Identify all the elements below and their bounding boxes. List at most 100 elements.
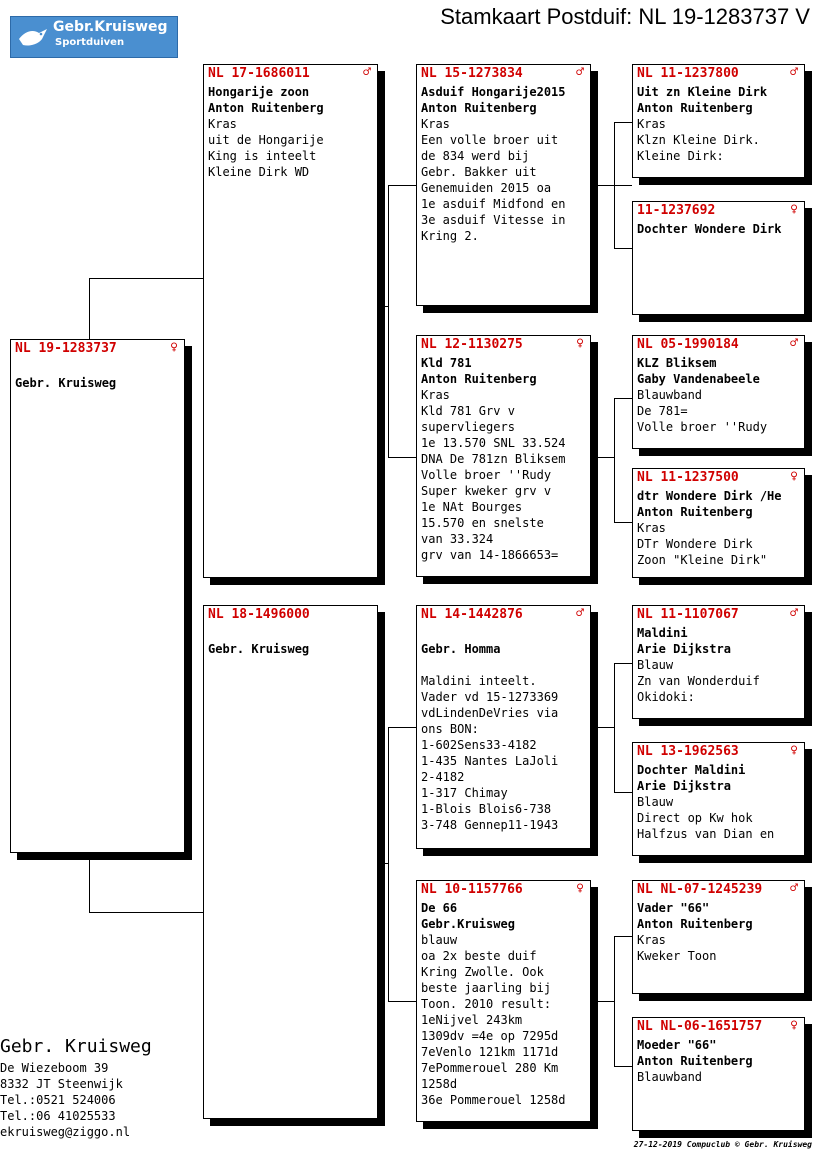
ring-number-text: NL 05-1990184 <box>637 337 739 352</box>
pigeon-note: 3e asduif Vitesse in <box>421 213 566 227</box>
connector-line <box>614 122 632 123</box>
pedigree-card-subject[interactable]: NL 19-1283737♀Gebr. Kruisweg <box>10 339 185 853</box>
pigeon-name: Anton Ruitenberg <box>421 372 537 386</box>
pedigree-card-ffm[interactable]: 11-1237692♀Dochter Wondere Dirk <box>632 201 805 315</box>
male-icon: ♂ <box>790 606 798 621</box>
ring-number-text: NL 17-1686011 <box>208 66 310 81</box>
pigeon-note: Maldini inteelt. <box>421 674 537 688</box>
pigeon-note: Kring 2. <box>421 229 479 243</box>
connector-line <box>614 1066 632 1067</box>
pigeon-name: Anton Ruitenberg <box>637 917 753 931</box>
female-icon: ♀ <box>576 336 584 351</box>
connector-line <box>388 185 416 186</box>
ring-number-text: NL 11-1107067 <box>637 607 739 622</box>
spacer <box>15 359 180 375</box>
pigeon-note: Direct op Kw hok <box>637 811 753 825</box>
pigeon-note: Kleine Dirk: <box>637 149 724 163</box>
pigeon-note: DTr Wondere Dirk <box>637 537 753 551</box>
female-icon: ♀ <box>790 469 798 484</box>
connector-line <box>383 863 389 864</box>
female-icon: ♀ <box>170 340 178 355</box>
ring-number: 11-1237692♀ <box>637 202 800 221</box>
pigeon-note: De 781= <box>637 404 688 418</box>
pigeon-note: Volle broer ''Rudy <box>637 420 768 434</box>
pigeon-note: 1-317 Chimay <box>421 786 508 800</box>
connector-line <box>383 306 389 307</box>
pigeon-note: King is inteelt <box>208 149 317 163</box>
connector-line <box>388 727 416 728</box>
pigeon-name: Asduif Hongarije2015 <box>421 85 566 99</box>
pigeon-note: 1258d <box>421 1077 458 1091</box>
pigeon-note: Een volle broer uit <box>421 133 559 147</box>
pigeon-note: Okidoki: <box>637 690 695 704</box>
connector-line <box>598 457 614 458</box>
pigeon-note: de 834 werd bij <box>421 149 530 163</box>
pigeon-note: ons BON: <box>421 722 479 736</box>
ring-number: NL 12-1130275♀ <box>421 336 586 355</box>
pigeon-note: Vader vd 15-1273369 <box>421 690 559 704</box>
ring-number-text: NL 10-1157766 <box>421 882 523 897</box>
ring-number: NL NL-07-1245239♂ <box>637 881 800 900</box>
pigeon-note: Kras <box>637 933 666 947</box>
male-icon: ♂ <box>790 881 798 896</box>
pigeon-note: 1eNijvel 243km <box>421 1013 523 1027</box>
logo-subtitle: Sportduiven <box>55 37 125 48</box>
connector-line <box>614 663 632 664</box>
connector-line <box>614 398 615 522</box>
pigeon-note: beste jaarling bij <box>421 981 552 995</box>
pigeon-note: 1-435 Nantes LaJoli <box>421 754 559 768</box>
pigeon-note: vdLindenDeVries via <box>421 706 559 720</box>
connector-line <box>388 185 389 457</box>
ring-number-text: NL NL-06-1651757 <box>637 1019 763 1034</box>
ring-number: NL NL-06-1651757 ♀ <box>637 1018 800 1037</box>
print-date-credit: 27-12-2019 Compuclub © Gebr. Kruisweg <box>633 1140 812 1149</box>
pigeon-note: uit de Hongarije <box>208 133 324 147</box>
pigeon-note: Halfzus van Dian en <box>637 827 775 841</box>
spacer <box>208 625 373 641</box>
male-icon: ♂ <box>576 606 584 621</box>
female-icon: ♀ <box>790 1018 798 1033</box>
connector-line <box>614 122 615 248</box>
pedigree-card-mmf[interactable]: NL NL-07-1245239♂Vader "66"Anton Ruitenb… <box>632 880 805 994</box>
ring-number: NL 11-1237500♀ <box>637 469 800 488</box>
pigeon-note: 15.570 en snelste <box>421 516 544 530</box>
ring-number: NL 17-1686011♂ <box>208 65 373 84</box>
pigeon-name: Anton Ruitenberg <box>637 101 753 115</box>
pigeon-name: Hongarije zoon <box>208 85 310 99</box>
ring-number-text: 11-1237692 <box>637 203 716 218</box>
pigeon-note: Kras <box>637 521 666 535</box>
connector-line <box>89 852 90 912</box>
pigeon-note: 3-748 Gennep11-1943 <box>421 818 559 832</box>
pigeon-note: Genemuiden 2015 oa <box>421 181 552 195</box>
ring-number: NL 15-1273834♂ <box>421 65 586 84</box>
pigeon-note: Kleine Dirk WD <box>208 165 310 179</box>
pigeon-name: Dochter Wondere Dirk <box>637 222 782 236</box>
female-icon: ♀ <box>790 743 798 758</box>
owner-email[interactable]: ekruisweg@ziggo.nl <box>0 1125 131 1139</box>
pigeon-note: Kras <box>208 117 237 131</box>
pigeon-note: Kras <box>421 117 450 131</box>
pigeon-name: Anton Ruitenberg <box>637 505 753 519</box>
pedigree-card-mmm[interactable]: NL NL-06-1651757♀Moeder "66"Anton Ruiten… <box>632 1017 805 1131</box>
connector-line <box>614 936 615 1066</box>
pigeon-name: Arie Dijkstra <box>637 642 731 656</box>
connector-line <box>89 278 90 340</box>
ring-number: NL 18-1496000 <box>208 607 373 625</box>
pigeon-name: Dochter Maldini <box>637 763 746 777</box>
connector-line <box>388 1001 416 1002</box>
ring-number-text: NL 18-1496000 <box>208 607 310 622</box>
pigeon-name: Anton Ruitenberg <box>421 101 537 115</box>
pigeon-name: Moeder "66" <box>637 1038 717 1052</box>
pigeon-name: Kld 781 <box>421 356 472 370</box>
